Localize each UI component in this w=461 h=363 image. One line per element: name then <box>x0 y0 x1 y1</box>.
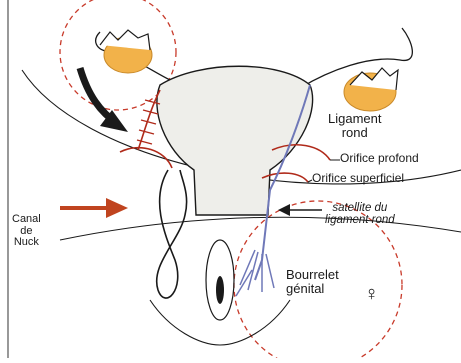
label-satellite-line1: satellite du <box>325 202 395 214</box>
label-satellite-line2: ligament rond <box>325 214 395 226</box>
label-canal-line1: Canal <box>12 214 41 226</box>
orifice-left-red <box>120 148 172 168</box>
vaginal-core <box>216 276 224 304</box>
label-bourrelet-line1: Bourrelet <box>286 268 339 282</box>
label-canal-de-nuck: Canal de Nuck <box>12 214 41 249</box>
abdominal-wall-arc <box>60 217 461 240</box>
orange-arrow-head <box>106 198 128 218</box>
label-ligament-rond: Ligament rond <box>328 112 381 139</box>
label-orifice-profond: Orifice profond <box>340 152 419 165</box>
label-satellite-ligament: satellite du ligament rond <box>325 202 395 226</box>
label-bourrelet-line2: génital <box>286 282 339 296</box>
uterus-body <box>157 66 313 215</box>
female-symbol: ♀ <box>364 284 379 305</box>
canal-de-nuck-loop <box>157 170 187 298</box>
label-canal-line3: Nuck <box>12 237 41 249</box>
label-ligament-rond-line2: rond <box>328 126 381 140</box>
label-bourrelet-genital: Bourrelet génital <box>286 268 339 295</box>
satellite-arrow-head <box>278 204 290 216</box>
label-ligament-rond-line1: Ligament <box>328 112 381 126</box>
label-orifice-superficiel: Orifice superficiel <box>312 172 404 185</box>
blue-ligament-fan <box>236 250 274 296</box>
